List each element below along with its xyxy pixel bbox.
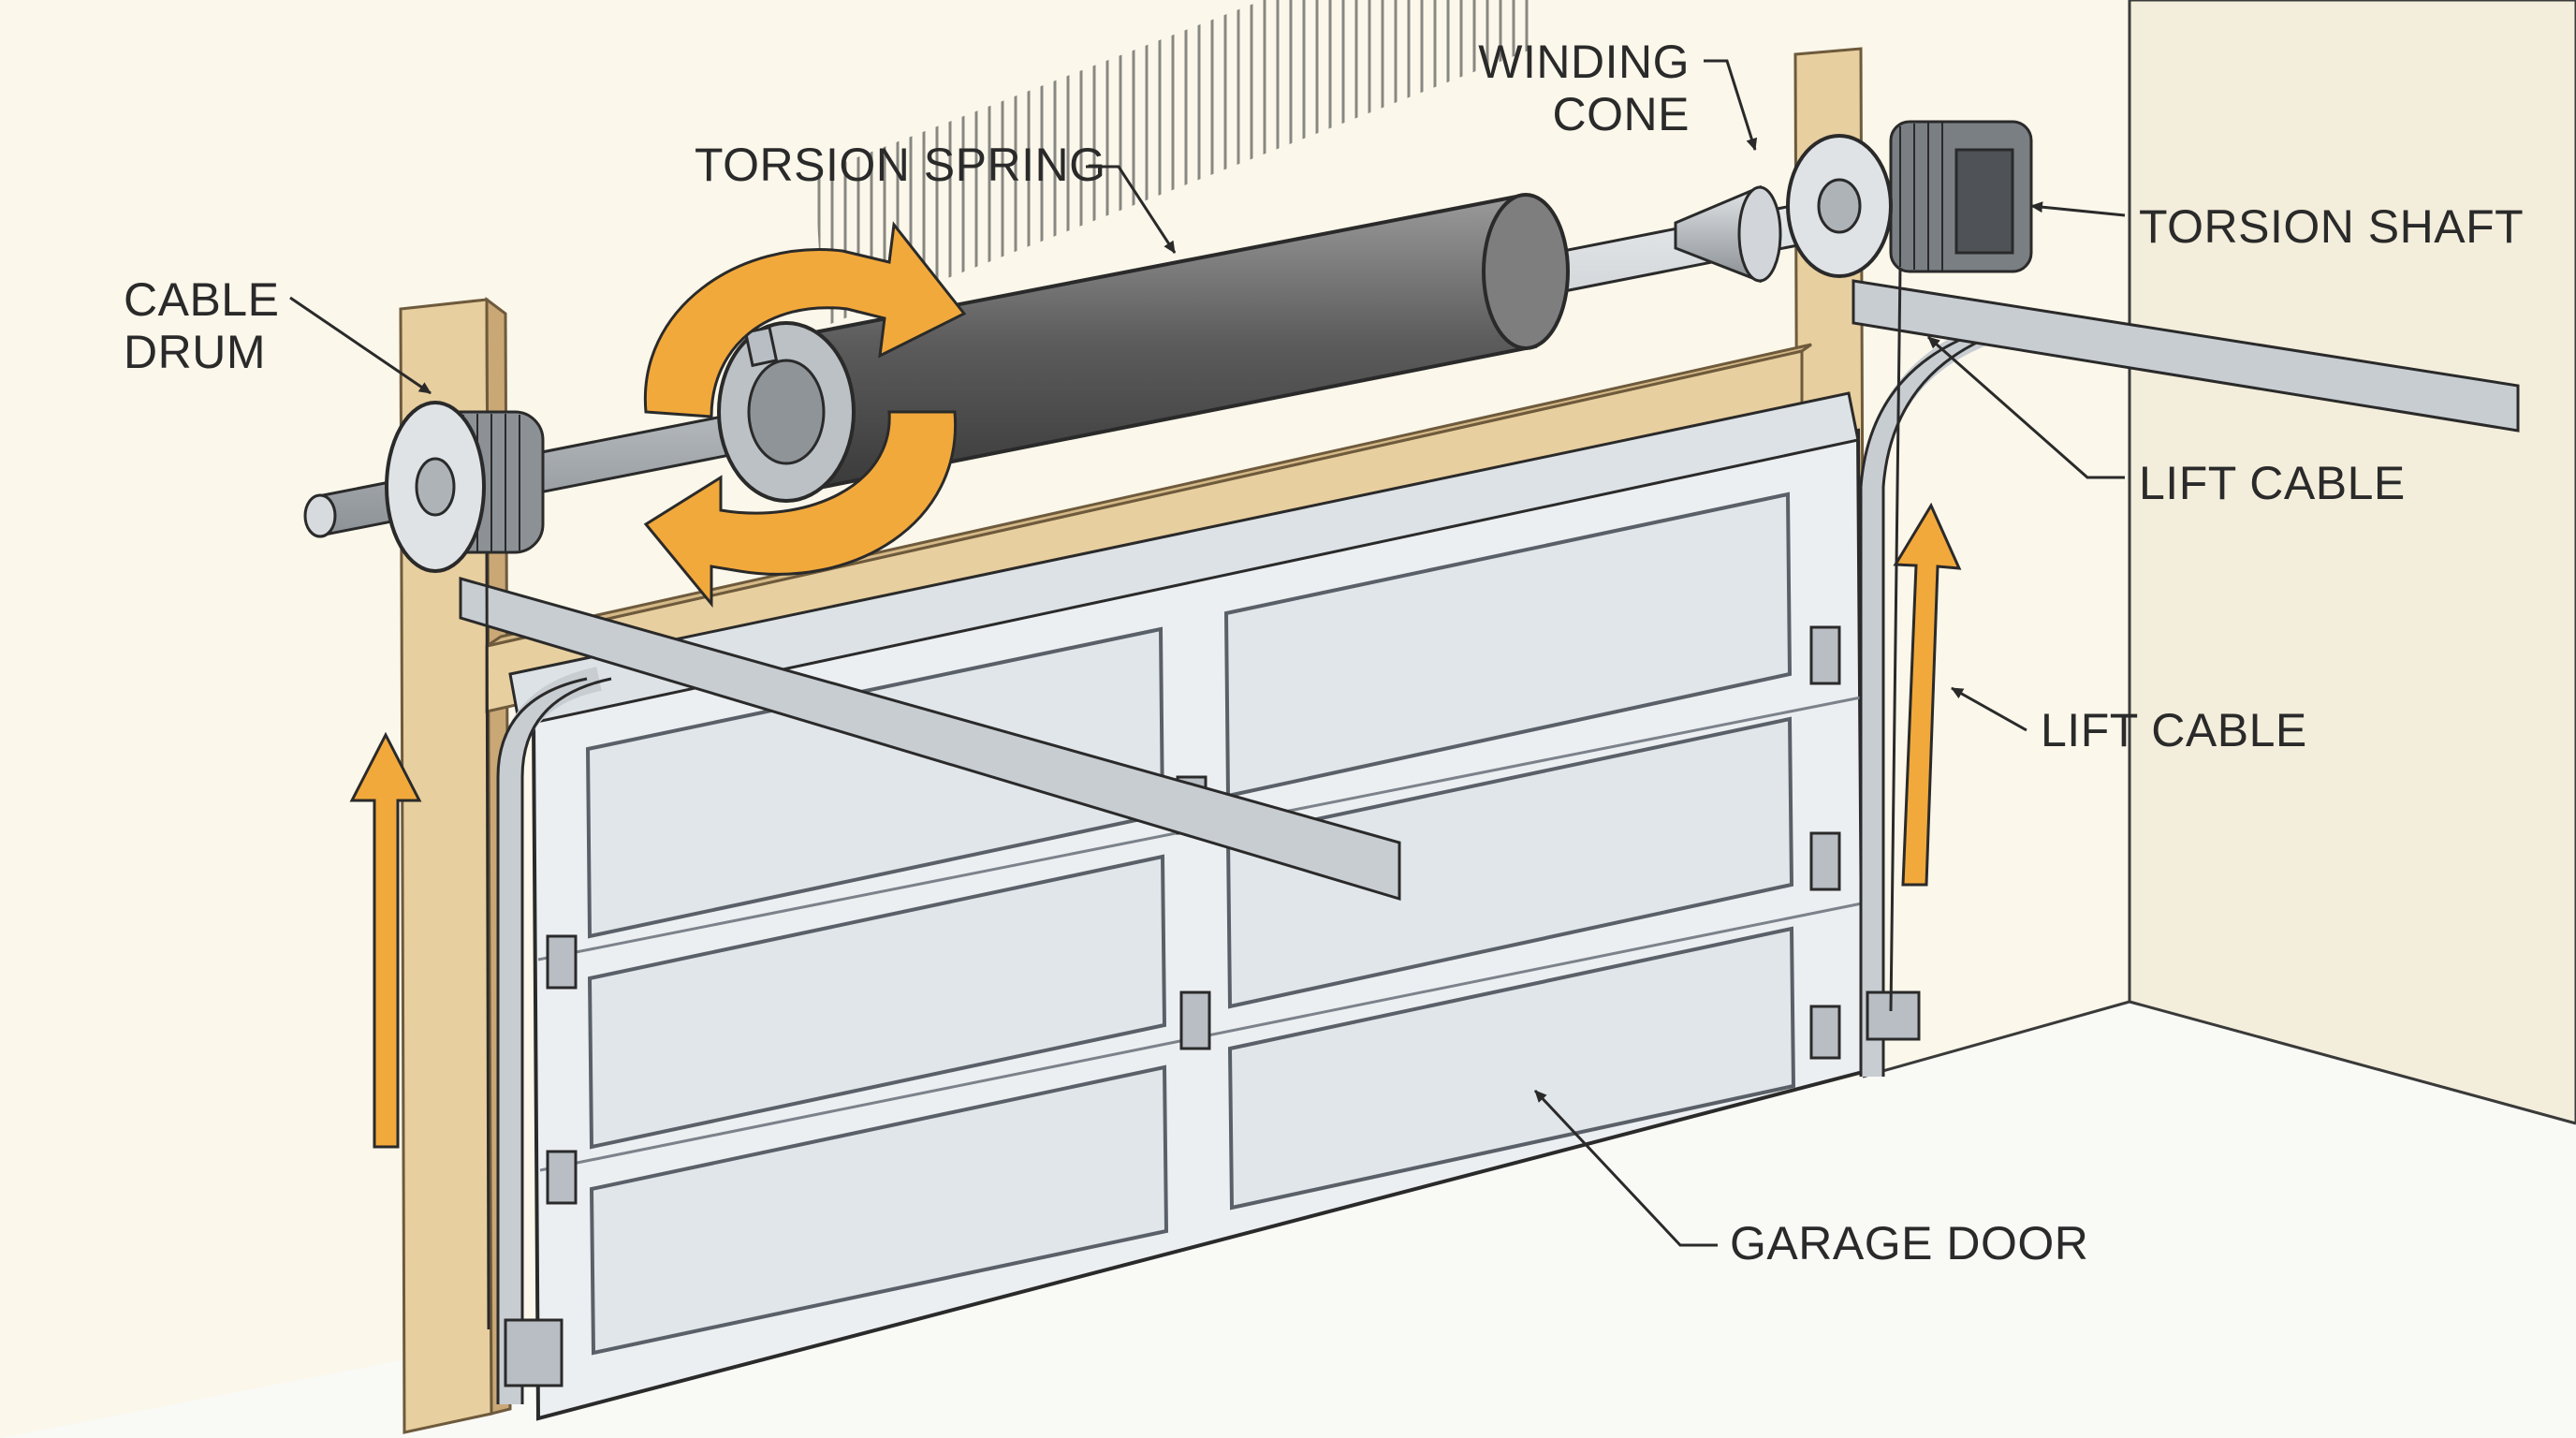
horizontal-track [1852,279,2520,433]
lift-cable-right [1889,266,1902,1012]
left-vertical-track [498,667,602,1404]
leader-winding-cone [1704,59,1758,151]
winding-cone [1674,184,1782,284]
door-panel [589,1064,1169,1356]
left-angle-brace [459,577,1401,902]
door-hinge [1809,625,1841,685]
spring-end-right [1482,193,1570,350]
garage-door [508,391,1866,1421]
door-panel [1227,926,1796,1211]
door-panel [587,854,1167,1150]
door-tracks [459,279,2520,1404]
side-wall [2128,0,2576,1125]
cable-drum-left [385,401,545,573]
rotation-arrow-lower [643,410,958,609]
leader-lift-cable-side [1951,686,2027,732]
door-hinge [546,1150,578,1205]
door-hinge [1809,1005,1841,1060]
label-torsion-shaft: TORSION SHAFT [2139,200,2525,253]
lift-cable-left [485,551,490,1330]
lift-direction-arrows [349,502,1962,1149]
rotation-arrow-upper [643,221,967,418]
floor-corner [2129,1000,2576,1125]
lift-cables [485,266,1902,1330]
leader-lift-cable-top [1927,335,2125,479]
lift-arrow-right [1893,502,1962,887]
cable-drum-right [1786,120,2033,278]
rotation-arrows [643,221,967,609]
label-torsion-spring: TORSION SPRING [695,139,1106,191]
leader-torsion-shaft [2030,201,2126,217]
leader-cable-drum [289,296,432,395]
label-cable-drum: CABLE DRUM [124,273,280,378]
door-hinge [1179,990,1211,1050]
door-hinge [546,934,578,990]
floor-line [1862,1000,2130,1078]
label-winding-cone: WINDING CONE [1478,36,1690,140]
leader-torsion-spring [1086,165,1177,254]
leader-lines [289,59,2126,1247]
door-hinge [1809,831,1841,891]
shaft-end [303,493,337,538]
label-lift-cable-side: LIFT CABLE [2041,704,2307,756]
torsion-spring [717,0,1570,503]
bottom-bracket [504,1318,564,1387]
label-garage-door: GARAGE DOOR [1730,1217,2089,1269]
door-panel [1223,492,1793,799]
bottom-bracket [1866,990,1921,1041]
lift-arrow-left [349,731,422,1149]
leader-garage-door [1533,1089,1718,1247]
door-top-rail [508,391,1860,727]
label-lift-cable-top: LIFT CABLE [2139,457,2406,509]
door-panel [1225,716,1794,1009]
